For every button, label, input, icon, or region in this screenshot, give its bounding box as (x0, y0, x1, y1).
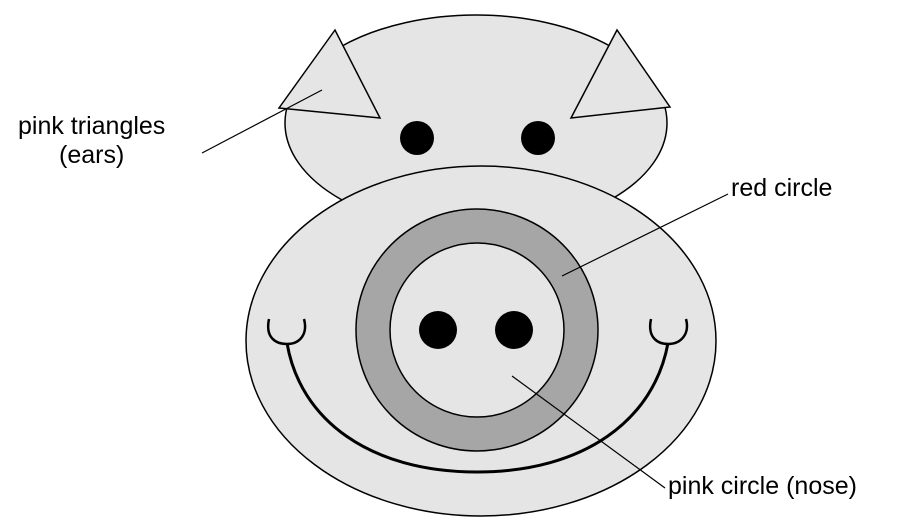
right-nostril (495, 311, 533, 349)
nose-label: pink circle (nose) (668, 472, 857, 501)
ears-label-line2: (ears) (18, 141, 165, 170)
right-eye (521, 121, 555, 155)
red-circle-label: red circle (731, 174, 832, 203)
left-nostril (419, 311, 457, 349)
ears-label-line1: pink triangles (18, 112, 165, 141)
pink-nose-circle (390, 243, 564, 417)
left-eye (400, 121, 434, 155)
ears-label: pink triangles (ears) (18, 112, 165, 170)
